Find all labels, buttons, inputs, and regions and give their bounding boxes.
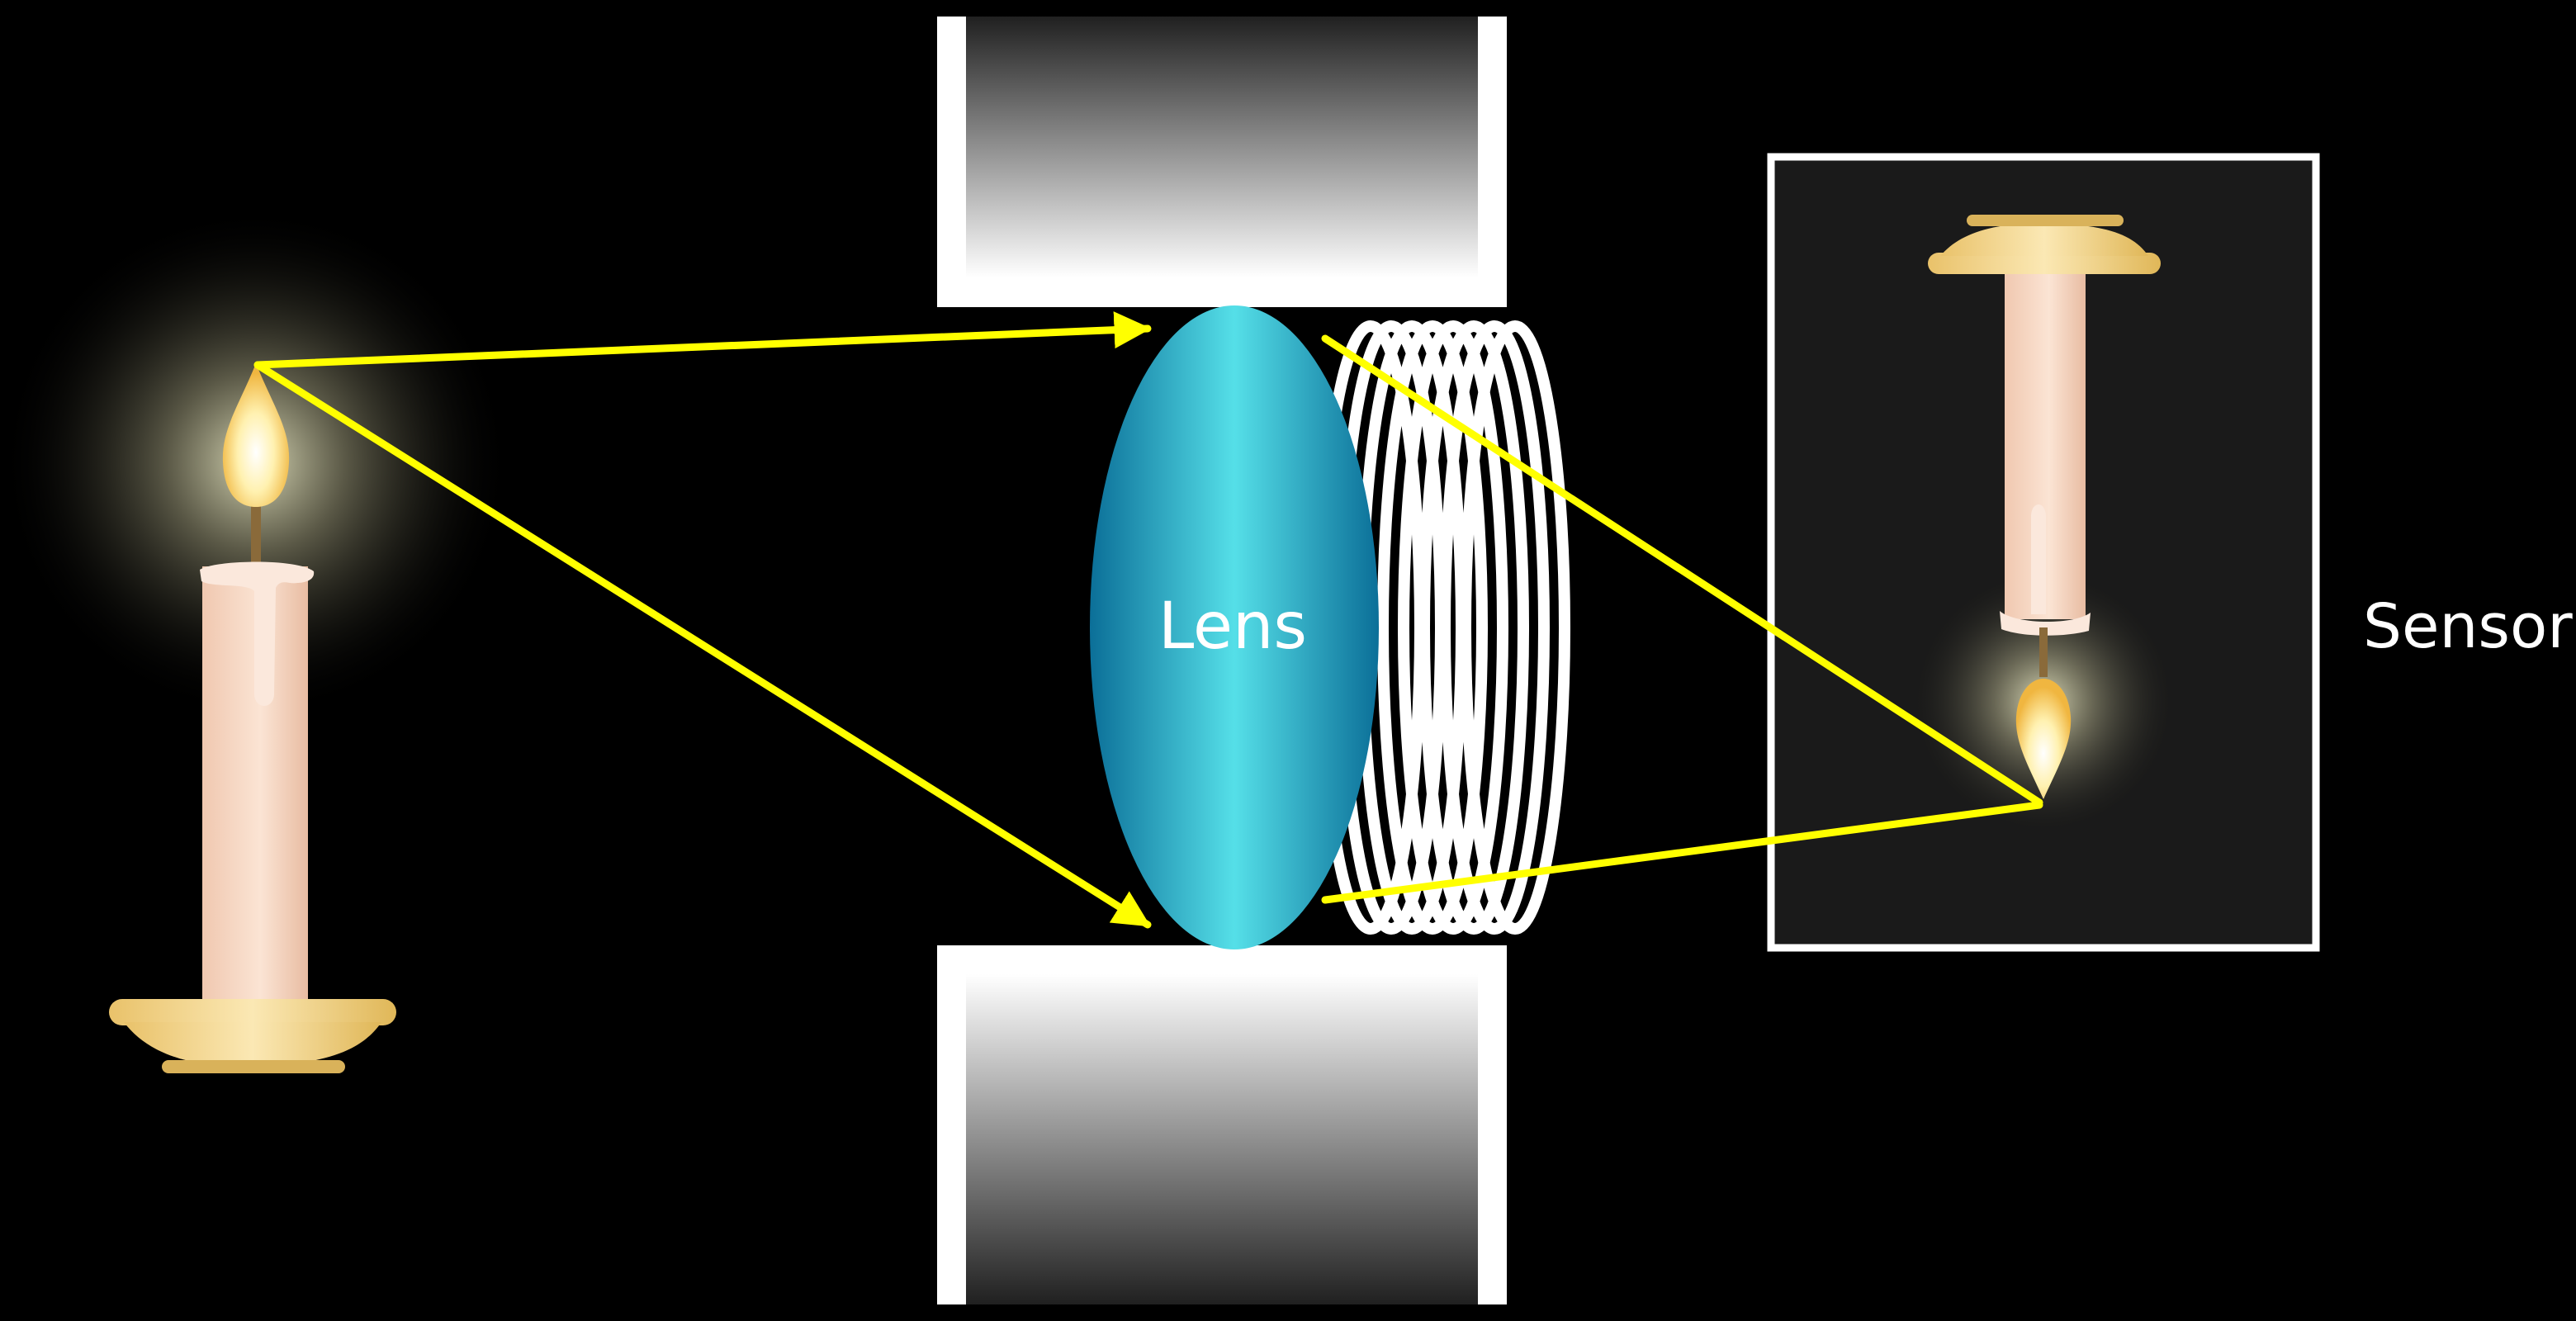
focus-spring	[1315, 320, 1570, 935]
wax-drip	[200, 561, 315, 706]
barrel-top-frame	[937, 17, 1507, 307]
candle-wick	[251, 495, 261, 570]
ray-lower-incident	[253, 361, 1152, 929]
image-holder-base	[1940, 223, 2148, 256]
lens-body	[1090, 305, 1379, 949]
sensor-label: Sensor	[2363, 591, 2573, 662]
holder-base	[124, 1022, 381, 1067]
ray-upper-refracted	[1321, 334, 2043, 807]
image-wax-drip	[2000, 504, 2091, 636]
lens-barrel	[937, 17, 1507, 1304]
lens-label: Lens	[1158, 589, 1307, 664]
ray-upper-incident	[253, 311, 1152, 369]
barrel-bottom-fill	[966, 974, 1478, 1304]
source-candle	[0, 206, 512, 1073]
image-holder-foot	[1967, 215, 2124, 226]
holder-foot	[162, 1060, 345, 1073]
inverted-candle-image	[1903, 215, 2184, 842]
sensor	[1767, 153, 2320, 952]
image-holder-rim	[1928, 253, 2161, 274]
light-rays	[253, 311, 2043, 929]
image-wick	[2039, 627, 2048, 677]
candle-flame	[222, 363, 290, 507]
ray-lower-refracted	[1321, 801, 2043, 904]
lens: Lens	[1090, 305, 1379, 949]
holder-rim	[109, 999, 396, 1025]
barrel-top-fill	[966, 17, 1478, 277]
image-flame	[2015, 679, 2072, 799]
